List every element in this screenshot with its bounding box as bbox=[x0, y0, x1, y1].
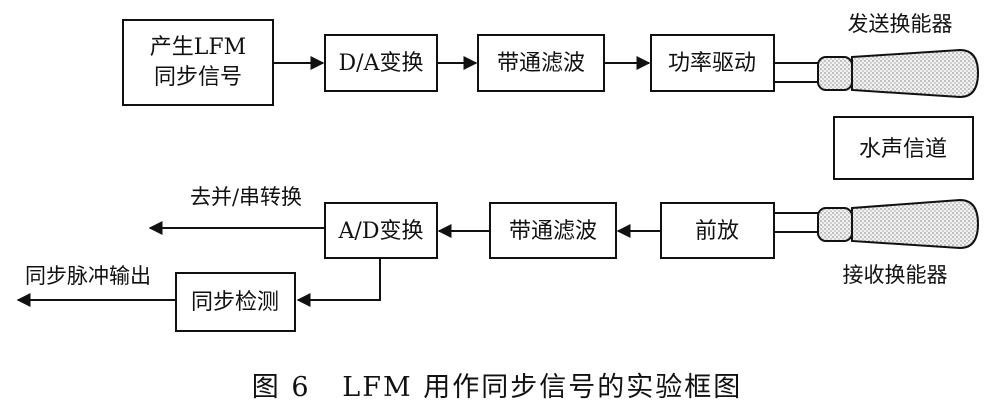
label-to-sp-conversion: 去并/串转换 bbox=[190, 185, 302, 209]
block-sync-detect-label: 同步检测 bbox=[191, 290, 279, 315]
transmit-transducer-icon bbox=[817, 48, 980, 99]
label-sync-pulse-output: 同步脉冲输出 bbox=[25, 264, 151, 288]
block-da-label: D/A变换 bbox=[339, 51, 424, 76]
block-preamp-label: 前放 bbox=[695, 219, 739, 244]
block-power-driver-label: 功率驱动 bbox=[668, 51, 756, 76]
receive-transducer-icon bbox=[817, 198, 980, 250]
block-sync-detect: 同步检测 bbox=[175, 272, 296, 332]
block-preamp: 前放 bbox=[660, 202, 775, 259]
label-receive-transducer: 接收换能器 bbox=[843, 263, 948, 287]
arrow-ad-to-sync-detect bbox=[296, 258, 381, 307]
block-bandpass-tx-label: 带通滤波 bbox=[497, 51, 585, 76]
block-bandpass-rx-label: 带通滤波 bbox=[509, 219, 597, 244]
block-ad-converter: A/D变换 bbox=[324, 202, 438, 259]
label-transmit-transducer: 发送换能器 bbox=[848, 12, 953, 36]
block-power-driver: 功率驱动 bbox=[650, 34, 775, 92]
block-lfm-generator-line2: 同步信号 bbox=[154, 65, 242, 90]
block-da-converter: D/A变换 bbox=[324, 34, 438, 92]
figure-caption: 图 6 LFM 用作同步信号的实验框图 bbox=[252, 372, 742, 403]
block-ad-label: A/D变换 bbox=[338, 219, 424, 244]
block-bandpass-tx: 带通滤波 bbox=[477, 34, 605, 92]
block-acoustic-channel-label: 水声信道 bbox=[859, 137, 947, 162]
block-lfm-generator-line1: 产生LFM bbox=[150, 35, 246, 60]
block-bandpass-rx: 带通滤波 bbox=[489, 202, 617, 259]
block-acoustic-channel: 水声信道 bbox=[833, 116, 974, 180]
block-lfm-generator: 产生LFM 同步信号 bbox=[122, 19, 274, 106]
